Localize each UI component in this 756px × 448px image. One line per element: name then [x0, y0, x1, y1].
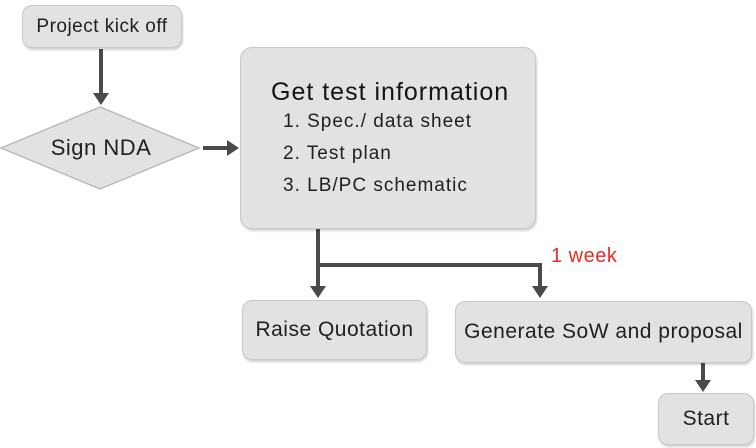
node-start: Start [658, 393, 754, 445]
arrow-nda-to-gettest [203, 140, 239, 156]
list-item: 1. Spec./ data sheet [283, 111, 473, 132]
node-start-label: Start [682, 407, 730, 430]
node-raise-quotation: Raise Quotation [242, 300, 427, 360]
node-generate-sow-and-proposal-label: Generate SoW and proposal [464, 320, 743, 343]
node-get-test-information: Get test information 1. Spec./ data shee… [240, 47, 536, 229]
node-sign-nda-diamond-shape [0, 106, 201, 190]
node-project-kick-off: Project kick off [22, 5, 182, 48]
node-sign-nda-label: Sign NDA [50, 135, 152, 160]
list-item: 2. Test plan [283, 143, 392, 164]
node-raise-quotation-label: Raise Quotation [255, 318, 414, 341]
node-get-test-information-title: Get test information [271, 78, 510, 106]
duration-annotation: 1 week [551, 245, 618, 267]
arrow-generate-to-start [695, 363, 711, 392]
node-generate-sow-and-proposal: Generate SoW and proposal [455, 301, 752, 363]
arrow-project-to-nda [93, 49, 109, 105]
list-item: 3. LB/PC schematic [283, 175, 468, 196]
arrow-gettest-to-raise [310, 229, 326, 298]
node-project-kick-off-label: Project kick off [36, 15, 168, 37]
node-get-test-information-list: 1. Spec./ data sheet 2. Test plan 3. LB/… [283, 106, 472, 202]
node-sign-nda: Sign NDA [0, 105, 202, 191]
arrow-gettest-to-generate [318, 263, 548, 298]
